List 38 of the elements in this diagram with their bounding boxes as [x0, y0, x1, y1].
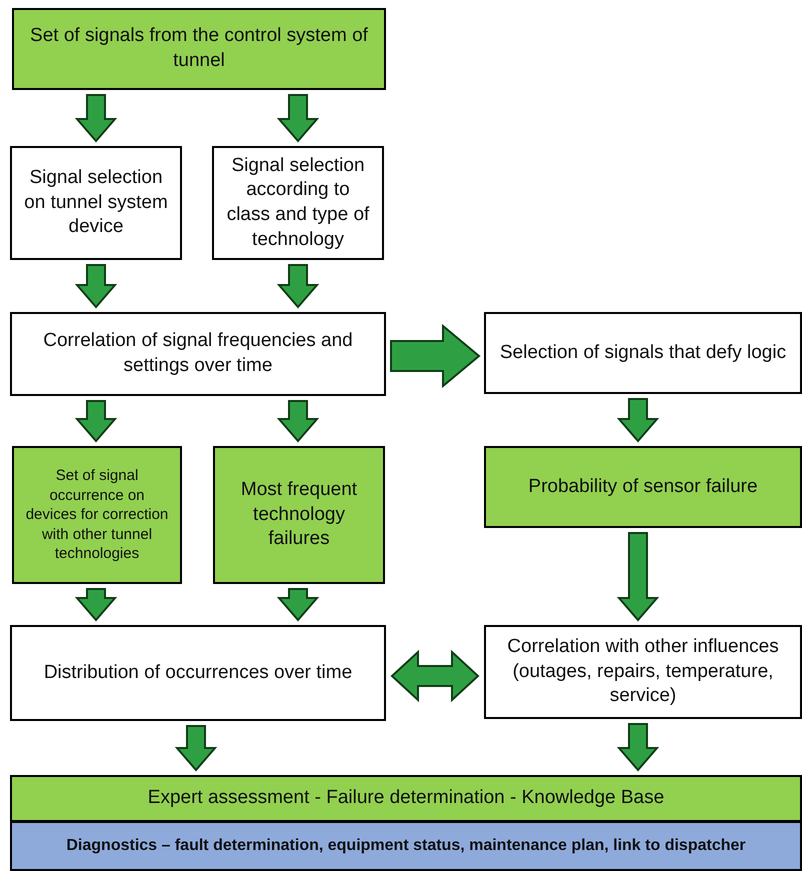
block-arrow [390, 650, 480, 702]
process-box [12, 8, 386, 90]
node-label: Probability of sensor failure [528, 474, 758, 499]
block-arrow [74, 588, 118, 622]
process-box [212, 146, 384, 260]
block-arrow [74, 94, 118, 143]
process-box [10, 312, 386, 396]
node-label: Correlation with other influences (outages, repairs, temperature, service) [506, 634, 780, 708]
process-box [213, 446, 385, 584]
process-box [484, 446, 802, 528]
process-box [10, 146, 182, 260]
block-arrow [74, 264, 118, 309]
block-arrow [174, 725, 218, 772]
block-arrow [616, 723, 660, 772]
process-box [484, 312, 802, 394]
node-label: Set of signal occurrence on devices for correction with other tunnel technologies [24, 466, 170, 564]
node-label: Set of signals from the control system of tunnel [29, 24, 369, 73]
node-label: Diagnostics – fault determination, equipment status, maintenance plan, link to dispatcher [66, 836, 746, 856]
node-label: Expert assessment - Failure determination - Knowledge Base [148, 786, 664, 810]
node-label: Signal selection on tunnel system device [23, 166, 169, 240]
block-arrow [276, 588, 320, 622]
process-box [10, 625, 386, 721]
block-arrow [616, 532, 660, 622]
block-arrow [276, 400, 320, 443]
node-label: Correlation of signal frequencies and settings over time [42, 329, 354, 378]
node-label: Distribution of occurrences over time [44, 660, 352, 685]
block-arrow [390, 324, 481, 388]
node-label: Signal selection according to class and type of technology [226, 154, 370, 252]
process-box [12, 446, 182, 584]
process-box [484, 625, 802, 719]
block-arrow [74, 400, 118, 443]
node-label: Most frequent technology failures [240, 478, 358, 552]
node-label: Selection of signals that defy logic [500, 340, 786, 365]
block-arrow [616, 398, 660, 443]
process-bar [10, 775, 802, 822]
output-bar [10, 821, 802, 871]
block-arrow [276, 264, 320, 309]
block-arrow [276, 94, 320, 143]
